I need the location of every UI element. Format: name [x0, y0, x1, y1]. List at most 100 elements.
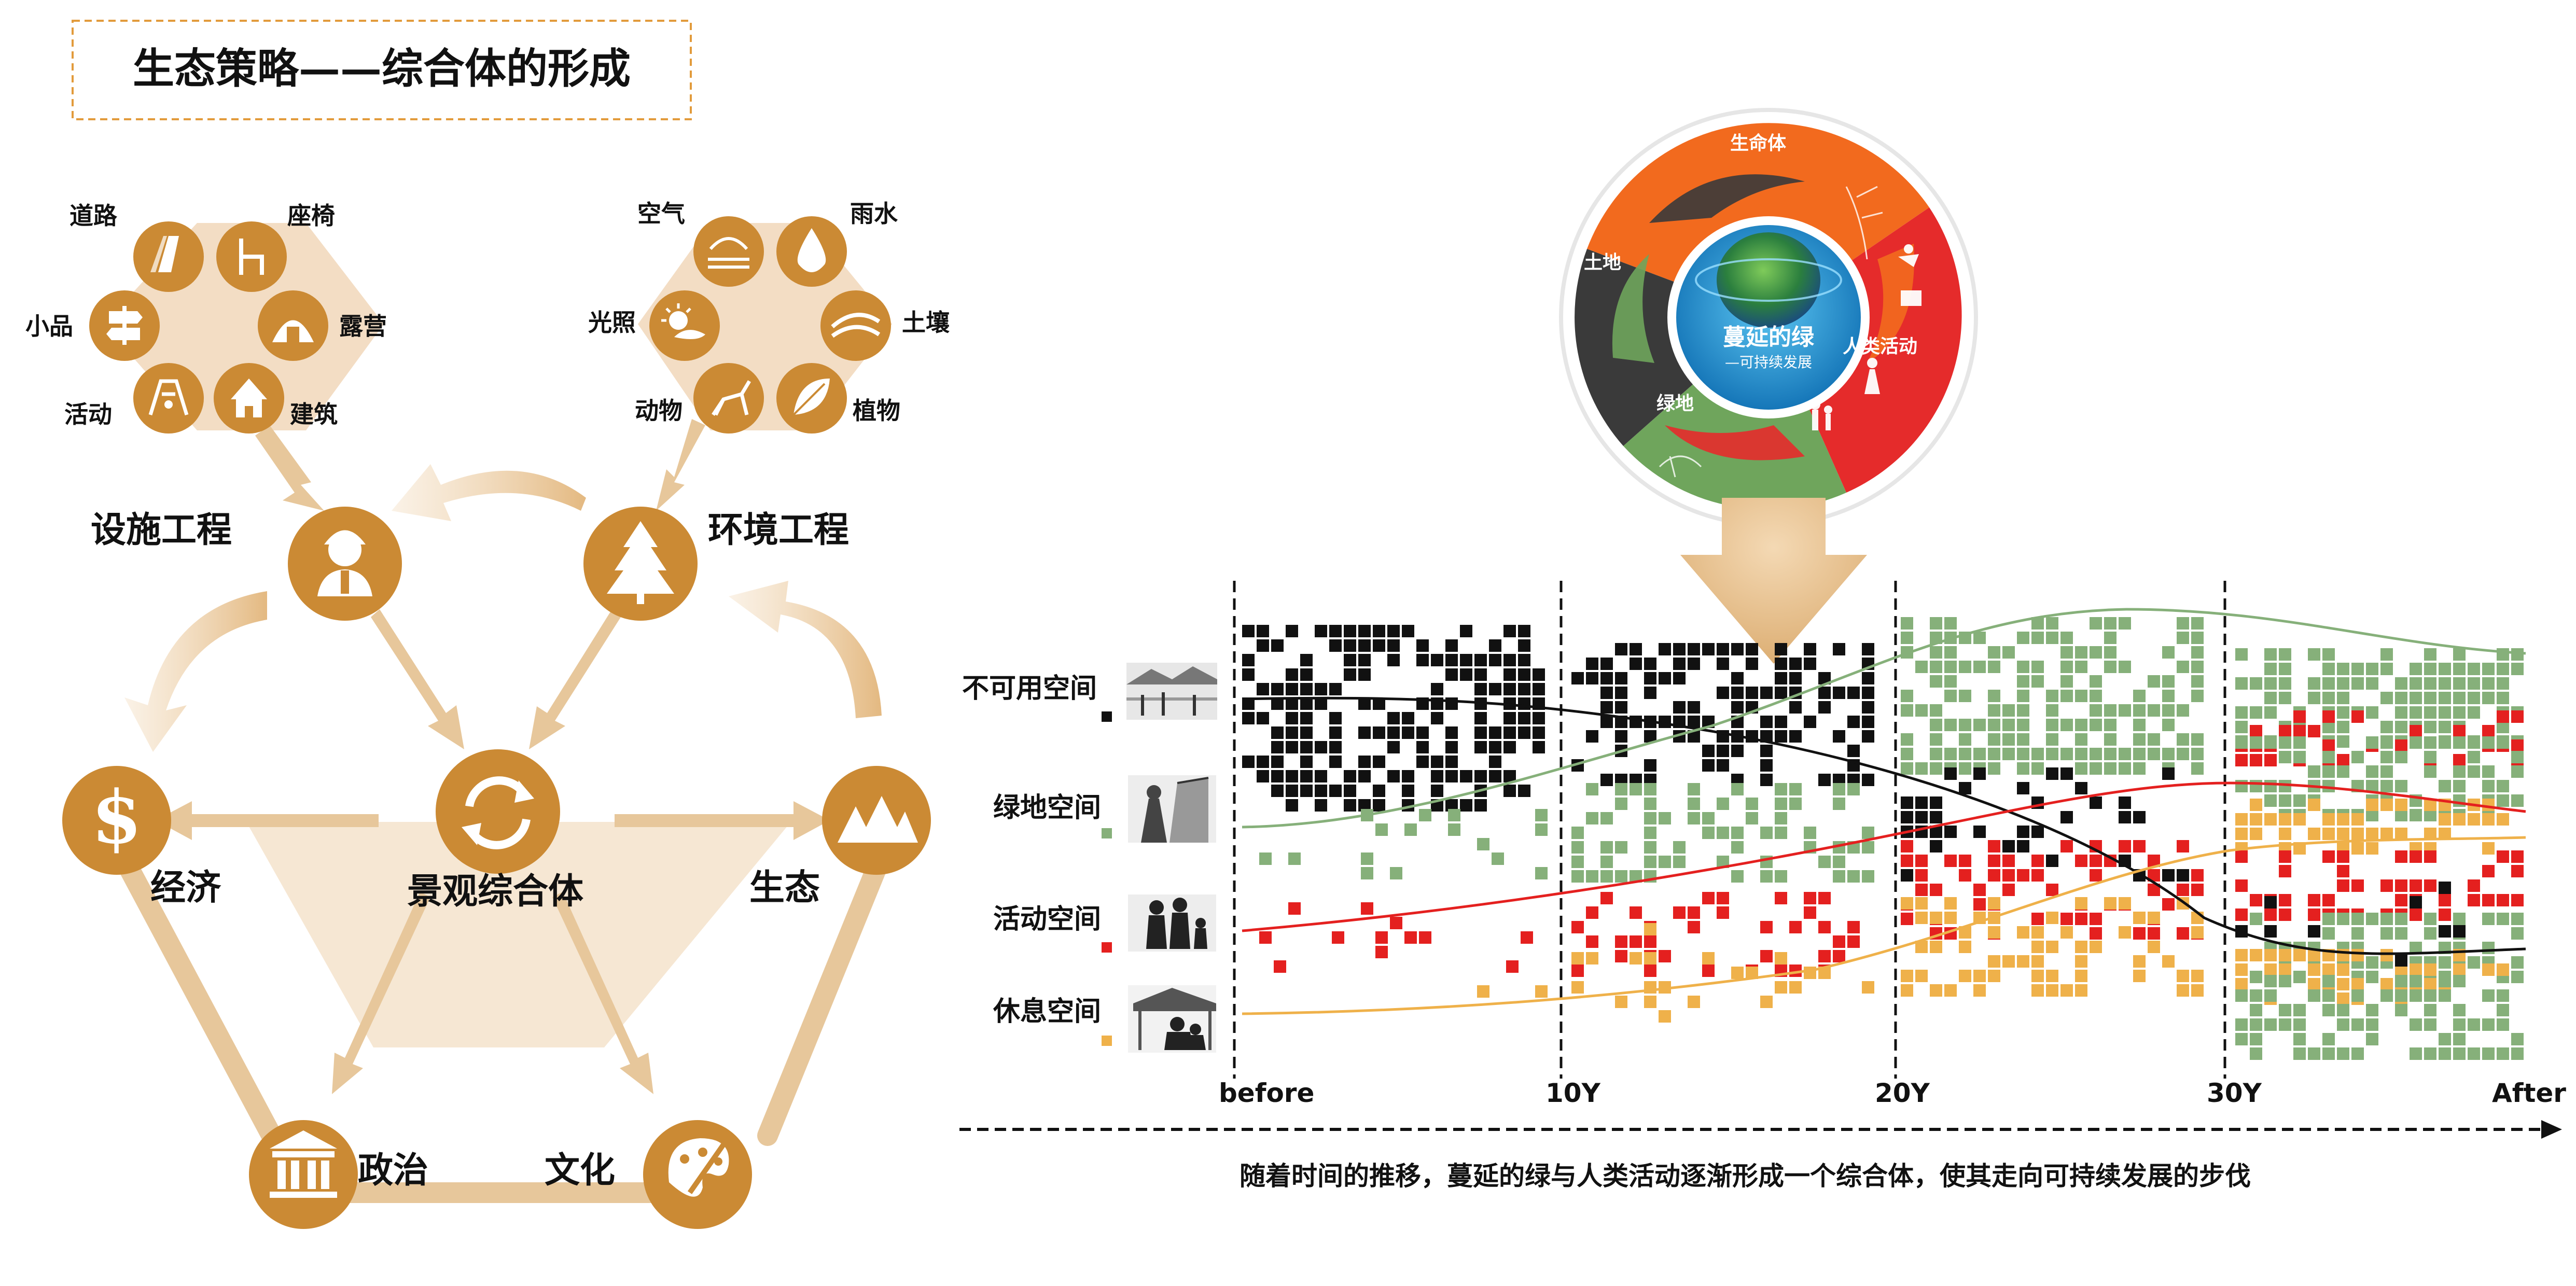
green-square: [2090, 704, 2102, 717]
activity-square: [1274, 960, 1286, 973]
green-square: [1930, 675, 1942, 688]
unusable-square: [1286, 668, 1298, 681]
green-square: [2235, 721, 2248, 733]
green-square: [2511, 1033, 2524, 1045]
activity-square: [2162, 898, 2175, 911]
green-square: [2337, 913, 2349, 925]
activity-square: [2410, 725, 2422, 737]
unusable-square: [1702, 745, 1715, 757]
green-square: [1717, 827, 1729, 839]
green-square: [2380, 927, 2393, 940]
green-square: [1404, 823, 1417, 836]
green-square: [2191, 748, 2204, 760]
green-square: [1688, 812, 1700, 824]
green-square: [1673, 856, 1686, 868]
unusable-square: [1416, 654, 1429, 666]
green-square: [1988, 733, 2000, 746]
unusable-square: [1503, 654, 1516, 666]
unusable-square: [1315, 741, 1327, 753]
green-square: [2148, 675, 2160, 688]
activity-square: [2410, 850, 2422, 863]
environment-engineering-label: 环境工程: [708, 509, 849, 551]
green-square: [1659, 856, 1671, 868]
activity-square: [1361, 902, 1373, 915]
green-square: [2453, 794, 2466, 807]
green-square: [2046, 632, 2058, 644]
green-square: [2453, 1004, 2466, 1016]
unusable-square: [1300, 741, 1313, 753]
green-square: [2322, 677, 2335, 690]
unusable-square: [1344, 625, 1356, 637]
activity-square: [1901, 855, 1913, 867]
unusable-square: [2308, 925, 2320, 938]
unusable-square: [1503, 785, 1516, 797]
green-square: [2279, 780, 2291, 792]
activity-square: [2322, 894, 2335, 906]
unusable-square: [1789, 701, 1802, 714]
unusable-square: [2031, 826, 2044, 838]
unusable-square: [1271, 726, 1284, 739]
facility-label-activity: 活动: [64, 400, 112, 428]
activity-square: [1804, 892, 1816, 904]
green-square: [1818, 856, 1831, 868]
green-square: [2060, 646, 2073, 659]
green-square: [2162, 704, 2175, 717]
green-square: [2366, 913, 2378, 925]
signpost-icon: [89, 290, 160, 361]
env-label-animal: 动物: [635, 397, 683, 425]
green-square: [2511, 971, 2524, 983]
unusable-square: [1673, 701, 1686, 714]
green-square: [1419, 809, 1431, 821]
activity-square: [2148, 927, 2160, 940]
unusable-square: [2264, 925, 2277, 938]
unusable-square: [1731, 745, 1744, 757]
economy-node: $: [62, 766, 171, 875]
unusable-square: [1329, 625, 1342, 637]
green-square: [2250, 1047, 2262, 1060]
tent-icon: [258, 290, 328, 361]
green-square: [2017, 661, 2029, 673]
rest-square: [2395, 828, 2407, 840]
rest-square: [1659, 1010, 1671, 1023]
trend-unusable: [1242, 696, 2526, 955]
green-square: [2453, 736, 2466, 749]
unusable-square: [1615, 701, 1627, 714]
unusable-square: [1416, 726, 1429, 739]
green-square: [1988, 748, 2000, 760]
unusable-square: [1804, 658, 1816, 670]
unusable-square: [1445, 770, 1458, 782]
activity-square: [2090, 869, 2102, 882]
rest-square: [2308, 963, 2320, 976]
green-square: [2090, 748, 2102, 760]
green-square: [2322, 913, 2335, 925]
raindrop-icon: [776, 216, 847, 287]
activity-square: [2380, 879, 2393, 892]
green-square: [2482, 692, 2495, 704]
green-square: [2177, 617, 2189, 630]
unusable-square: [1915, 796, 1928, 809]
title-box: 生态策略——综合体的形成: [72, 20, 692, 120]
unusable-square: [1387, 726, 1400, 739]
activity-square: [2177, 884, 2189, 896]
rest-square: [2279, 828, 2291, 840]
green-square: [2090, 617, 2102, 630]
unusable-square: [1431, 712, 1443, 724]
green-square: [2453, 913, 2466, 925]
rest-square: [2351, 978, 2364, 990]
unusable-square: [1271, 770, 1284, 782]
unusable-square: [1286, 741, 1298, 753]
green-square: [2468, 736, 2480, 749]
activity-square: [1630, 906, 1642, 919]
plant-sketch-icon: [1659, 186, 1883, 478]
green-square: [2002, 748, 2015, 760]
green-square: [2017, 690, 2029, 702]
activity-square: [2090, 927, 2102, 940]
green-square: [2497, 736, 2509, 749]
unusable-square: [1329, 785, 1342, 797]
unusable-square: [1717, 643, 1729, 655]
green-square: [1915, 661, 1928, 673]
env-label-air: 空气: [637, 200, 685, 228]
green-square: [2279, 751, 2291, 763]
green-square: [2424, 751, 2436, 763]
activity-square: [2235, 879, 2248, 892]
